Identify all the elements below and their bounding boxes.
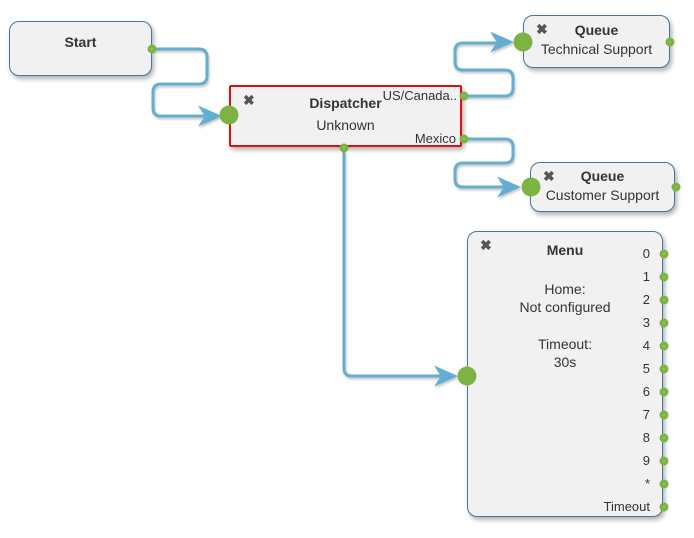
dispatcher-output-label-us-canada: US/Canada..: [382, 88, 457, 103]
menu-port-label-9: 9: [642, 453, 650, 468]
close-icon[interactable]: ✖: [543, 168, 555, 184]
dispatcher-output-label-mexico: Mexico: [414, 131, 456, 146]
node-title: Queue: [580, 168, 625, 184]
wire-mexico-to-customer-queue[interactable]: [453, 137, 515, 189]
node-title: Dispatcher: [309, 95, 382, 111]
port-menu-star[interactable]: [659, 479, 669, 489]
close-icon[interactable]: ✖: [243, 92, 255, 108]
node-subtitle: Customer Support: [545, 187, 660, 203]
port-dispatcher-output-us-canada[interactable]: [459, 91, 469, 101]
menu-port-label-7: 7: [642, 407, 650, 422]
menu-port-label-5: 5: [642, 361, 650, 376]
port-queue-technical-output[interactable]: [665, 37, 675, 47]
node-queue-technical[interactable]: ✖ Queue Technical Support: [523, 15, 670, 68]
port-queue-customer-input[interactable]: [521, 177, 541, 197]
wire-uscanada-to-technical-queue[interactable]: [453, 41, 515, 98]
close-icon[interactable]: ✖: [536, 21, 548, 37]
port-queue-customer-output[interactable]: [671, 182, 681, 192]
menu-port-label-star: *: [644, 476, 650, 491]
port-dispatcher-input[interactable]: [219, 105, 239, 125]
menu-port-label-4: 4: [642, 338, 650, 353]
port-menu-3[interactable]: [659, 318, 669, 328]
node-title: Menu: [546, 242, 584, 258]
node-menu[interactable]: ✖ Menu Home: Not configured Timeout: 30s: [467, 231, 663, 517]
port-menu-0[interactable]: [659, 249, 669, 259]
port-menu-6[interactable]: [659, 387, 669, 397]
menu-home-label: Home:: [544, 281, 586, 297]
port-menu-7[interactable]: [659, 410, 669, 420]
node-start[interactable]: Start: [9, 21, 152, 76]
arrowhead-start-to-dispatcher: [198, 105, 222, 127]
node-title: Queue: [574, 22, 619, 38]
arrowhead-mexico-to-customer-queue: [497, 176, 521, 198]
port-menu-9[interactable]: [659, 456, 669, 466]
menu-port-label-8: 8: [642, 430, 650, 445]
arrowhead-uscanada-to-technical-queue: [490, 31, 514, 53]
menu-port-label-6: 6: [642, 384, 650, 399]
port-menu-input[interactable]: [457, 366, 477, 386]
menu-port-label-3: 3: [642, 315, 650, 330]
port-menu-1[interactable]: [659, 272, 669, 282]
port-dispatcher-output-mexico[interactable]: [459, 134, 469, 144]
menu-timeout-value: 30s: [553, 354, 577, 370]
node-subtitle: Technical Support: [540, 41, 653, 57]
menu-timeout-label: Timeout:: [538, 336, 592, 352]
menu-port-label-2: 2: [642, 292, 650, 307]
port-menu-timeout[interactable]: [659, 502, 669, 512]
port-menu-4[interactable]: [659, 341, 669, 351]
node-subtitle: Unknown: [316, 117, 375, 133]
port-menu-8[interactable]: [659, 433, 669, 443]
close-icon[interactable]: ✖: [480, 237, 492, 253]
menu-home-value: Not configured: [519, 299, 611, 315]
port-menu-5[interactable]: [659, 364, 669, 374]
port-menu-2[interactable]: [659, 295, 669, 305]
arrowhead-dispatcher-to-menu: [434, 365, 458, 387]
node-title: Start: [64, 34, 97, 50]
wire-dispatcher-to-menu[interactable]: [342, 152, 442, 378]
port-dispatcher-output-bottom[interactable]: [339, 143, 349, 153]
port-queue-technical-input[interactable]: [513, 32, 533, 52]
node-queue-customer[interactable]: ✖ Queue Customer Support: [530, 162, 675, 212]
menu-port-label-timeout: Timeout: [603, 499, 650, 514]
menu-port-label-0: 0: [642, 246, 650, 261]
node-dispatcher[interactable]: ✖ Dispatcher Unknown: [229, 85, 462, 147]
port-start-output[interactable]: [147, 44, 157, 54]
menu-port-label-1: 1: [642, 269, 650, 284]
wire-start-to-dispatcher[interactable]: [151, 47, 209, 118]
